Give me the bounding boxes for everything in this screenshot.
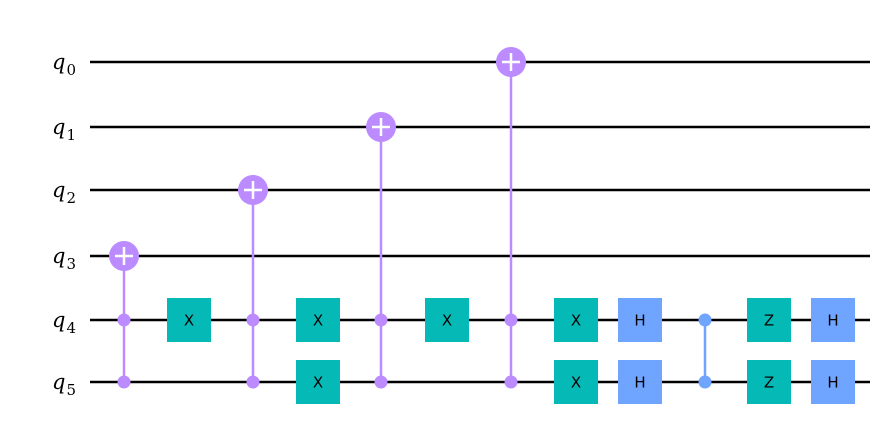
h-gate: H xyxy=(811,360,855,404)
qubit-label-5: q5 xyxy=(52,370,76,399)
x-gate-label: X xyxy=(571,312,581,330)
h-gate: H xyxy=(618,298,662,342)
x-gate-label: X xyxy=(571,374,581,392)
x-gate: X xyxy=(296,360,340,404)
z-gate-box xyxy=(747,298,791,342)
control-dot xyxy=(374,375,388,389)
x-gate: X xyxy=(425,298,469,342)
x-gate: X xyxy=(554,360,598,404)
x-gate-box xyxy=(167,298,211,342)
x-gate: X xyxy=(296,298,340,342)
x-gate: X xyxy=(167,298,211,342)
z-gate-box xyxy=(747,360,791,404)
qubit-label-4: q4 xyxy=(52,308,76,337)
h-gate-box xyxy=(811,298,855,342)
cz-dot xyxy=(698,313,712,327)
cnot-gate xyxy=(366,112,396,389)
h-gate-label: H xyxy=(634,312,645,330)
x-gate: X xyxy=(554,298,598,342)
z-gate-label: Z xyxy=(764,374,774,392)
z-gate-label: Z xyxy=(764,312,774,330)
h-gate-box xyxy=(618,360,662,404)
cz-gate xyxy=(698,313,712,389)
qubit-label-3: q3 xyxy=(52,244,76,273)
control-dot xyxy=(246,375,260,389)
h-gate-box xyxy=(618,298,662,342)
x-gate-box xyxy=(425,298,469,342)
x-gate-box xyxy=(296,298,340,342)
control-dot xyxy=(504,313,518,327)
control-dot xyxy=(246,313,260,327)
h-gate: H xyxy=(618,360,662,404)
x-gate-label: X xyxy=(313,312,323,330)
x-gate-box xyxy=(554,360,598,404)
x-gate-box xyxy=(554,298,598,342)
qubit-wires xyxy=(90,60,870,384)
cz-dot xyxy=(698,375,712,389)
control-dot xyxy=(117,375,131,389)
z-gate: Z xyxy=(747,360,791,404)
qubit-label-0: q0 xyxy=(52,50,76,79)
control-dot xyxy=(374,313,388,327)
gate-operations: X X X X X X H H Z Z H H xyxy=(109,47,855,404)
h-gate: H xyxy=(811,298,855,342)
cnot-gate xyxy=(496,47,526,389)
qubit-label-2: q2 xyxy=(52,178,76,207)
qubit-label-1: q1 xyxy=(52,115,76,144)
z-gate: Z xyxy=(747,298,791,342)
h-gate-label: H xyxy=(827,312,838,330)
h-gate-label: H xyxy=(634,374,645,392)
cnot-gate xyxy=(238,175,268,389)
qubit-labels: q0 q1 q2 q3 q4 q5 xyxy=(52,50,76,399)
x-gate-label: X xyxy=(184,312,194,330)
control-dot xyxy=(504,375,518,389)
cnot-gate xyxy=(109,241,139,389)
h-gate-box xyxy=(811,360,855,404)
x-gate-label: X xyxy=(442,312,452,330)
x-gate-box xyxy=(296,360,340,404)
h-gate-label: H xyxy=(827,374,838,392)
control-dot xyxy=(117,313,131,327)
x-gate-label: X xyxy=(313,374,323,392)
